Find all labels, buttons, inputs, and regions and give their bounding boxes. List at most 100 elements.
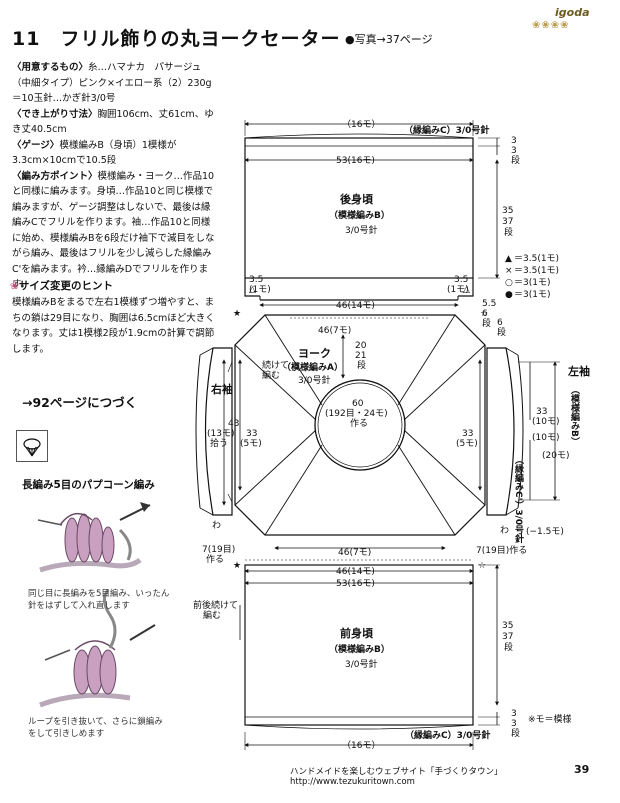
left-sleeve-w1-1: 33 (536, 407, 547, 417)
svg-text:△: △ (463, 285, 470, 295)
front-pattern-label: （模様編みB） (329, 643, 390, 655)
materials-section: 〈用意するもの〉糸…ハマナカ パサージュ（中細タイプ）ピンク×イエロー系（2）2… (12, 60, 217, 293)
svg-text:★: ★ (233, 561, 241, 571)
right-sleeve-width-1: 43 (228, 419, 239, 429)
back-body-piece: △ △ ★ ☆ (233, 120, 500, 319)
right-sleeve-piece (195, 347, 233, 516)
yoke-right-2: (5モ) (456, 439, 478, 449)
front-body-title: 前身頃 (340, 626, 374, 640)
left-sleeve-sub-1: 5.5 (482, 299, 496, 309)
front-needle-label: 3/0号針 (345, 658, 378, 670)
mo-note: ※モ＝模様 (528, 713, 572, 725)
left-sleeve-pattern: （模様編みB） (569, 385, 581, 446)
front-top1-label: 46(14モ) (336, 567, 375, 577)
right-sleeve-title: 右袖 (210, 382, 233, 396)
svg-text:☆: ☆ (478, 561, 486, 571)
back-top-rows-2: 3 (511, 146, 517, 156)
footer-text: ハンドメイドを楽しむウェブサイト「手づくりタウン」 http://www.tez… (290, 767, 503, 787)
front-bottom-rows-3: 段 (511, 727, 520, 739)
left-sleeve-decrease: (−1.5モ) (526, 527, 564, 537)
neck-stitches-3: 作る (350, 417, 368, 429)
back-rows-1: 35 (502, 206, 513, 216)
left-sleeve-mark: わ (500, 525, 509, 536)
back-bottom-width: 46(14モ) (336, 301, 375, 311)
flower-icon: ❀ (10, 280, 19, 292)
left-sleeve-w2: (10モ) (532, 433, 559, 443)
yoke-join-note-2: 編む (262, 369, 280, 381)
popcorn-step2-caption: ループを引き抜いて、さらに鎖編みをして引きしめます (28, 717, 163, 739)
front-note-right: 7(19目)作る (476, 544, 527, 556)
popcorn-stitch-symbol-icon (16, 430, 48, 462)
yoke-top-label: 46(7モ) (318, 326, 351, 336)
yoke-needle-label: 3/0号針 (298, 374, 331, 386)
back-top-rows-3: 段 (511, 154, 520, 166)
legend-item: ＝3(1モ) (514, 290, 550, 300)
back-needle-label: 3/0号針 (345, 224, 378, 236)
front-rows-2: 37 (502, 632, 513, 642)
right-sleeve-width-3: 拾う (210, 437, 228, 449)
yoke-right-1: 33 (462, 429, 473, 439)
left-sleeve-total: (20モ) (542, 451, 569, 461)
neck-stitches-1: 60 (352, 399, 364, 409)
back-top-rows-1: 3 (511, 136, 517, 146)
back-pattern-label: （模様編みB） (329, 209, 390, 221)
left-sleeve-border: （縁編みC'）3/0号針 (513, 455, 525, 544)
size-hint-body: 模様編みBをまるで左右1模様ずつ増やすと、まちの鎖は29目になり、胸囲は6.5c… (12, 297, 215, 355)
yoke-left-2: (5モ) (240, 439, 262, 449)
back-body-title: 後身頃 (340, 192, 374, 206)
left-sleeve-rows-2: 段 (497, 326, 506, 338)
yoke-rows-2: 21 (355, 351, 366, 361)
yoke-piece (234, 314, 486, 550)
left-sleeve-rows-1: 6 (497, 318, 503, 328)
brand-decoration: ❀❀❀❀ (532, 20, 570, 31)
front-bottom-rows-2: 3 (511, 719, 517, 729)
back-rows-2: 37 (502, 217, 513, 227)
front-body-piece: ★ ☆ (233, 559, 500, 750)
neck-stitches-2: (192目・24モ) (325, 408, 388, 419)
legend-symbol-circle-icon: ○ (505, 278, 513, 288)
legend-item: ＝3.5(1モ) (514, 266, 559, 276)
legend: ▲ ＝3.5(1モ) × ＝3.5(1モ) ○ ＝3(1モ) ● ＝3(1モ) (505, 254, 559, 300)
front-bottom-rows-1: 3 (511, 709, 517, 719)
brand-logo: igoda (555, 6, 590, 19)
popcorn-step1-caption: 同じ目に長編みを5目編み、いったん針をはずして入れ直します (28, 589, 170, 611)
knitting-points-item: 〈編み方ポイント〉模様編み・ヨーク…作品10と同様に編みます。身頃…作品10と同… (12, 170, 215, 291)
legend-item: ＝3(1モ) (514, 278, 550, 288)
front-border-label: （縁編みC）3/0号針 (405, 729, 490, 741)
svg-text:★: ★ (233, 309, 241, 319)
front-note-left-1: 7(19目) (202, 544, 235, 555)
yoke-title: ヨーク (298, 347, 331, 360)
front-continue-2: 編む (203, 609, 221, 621)
right-sleeve-mark: わ (212, 520, 221, 531)
popcorn-stitch-title: 長編み5目のパプコーン編み (22, 479, 155, 491)
popcorn-step2-illustration (39, 589, 156, 708)
yoke-bottom-label: 46(7モ) (338, 548, 371, 558)
back-rows-3: 段 (504, 226, 513, 238)
legend-symbol-dot-icon: ● (505, 290, 513, 300)
front-rows-1: 35 (502, 621, 513, 631)
materials-item: 〈用意するもの〉糸…ハマナカ パサージュ（中細タイプ）ピンク×イエロー系（2）2… (12, 62, 212, 104)
svg-text:☆: ☆ (480, 309, 488, 319)
continue-link[interactable]: →92ページにつづく (22, 395, 138, 410)
size-hint-heading: ❀サイズ変更のヒント (10, 280, 113, 292)
page-title: 11 フリル飾りの丸ヨークセーター (12, 28, 341, 50)
front-note-left-2: 作る (206, 553, 224, 565)
left-sleeve-piece (486, 347, 560, 516)
front-continue-1: 前後続けて (193, 599, 238, 611)
photo-reference: ●写真→37ページ (345, 33, 433, 46)
back-notch-left-2: (1モ) (249, 285, 271, 295)
back-width-label: 53(16モ) (336, 156, 375, 166)
back-border-label: （縁編みC）3/0号針 (404, 124, 489, 136)
legend-symbol-triangle-icon: ▲ (505, 254, 512, 264)
left-sleeve-title: 左袖 (567, 364, 590, 378)
front-bottom-width: （16モ） (342, 740, 380, 751)
back-top-width: （16モ） (342, 119, 380, 130)
left-sleeve-sub-2: 6 (482, 309, 488, 319)
yoke-rows-1: 20 (355, 341, 367, 351)
left-sleeve-sub-3: 段 (482, 317, 491, 329)
yoke-join-note-1: 続けて (262, 359, 289, 371)
front-rows-3: 段 (504, 641, 513, 653)
legend-item: ＝3.5(1モ) (514, 254, 559, 264)
